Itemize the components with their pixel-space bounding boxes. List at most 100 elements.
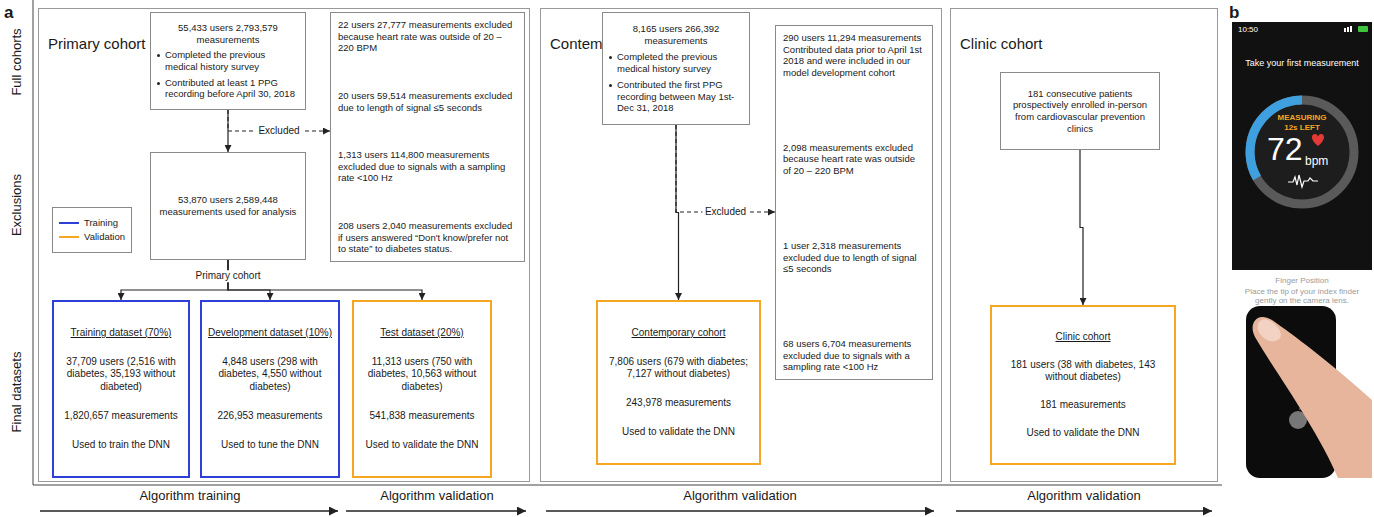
text-label: Final datasets (10, 352, 25, 433)
dataset-text: Used to validate the DNN (360, 439, 484, 451)
phase-arrow (546, 510, 934, 511)
dataset-text: 181 measurements (998, 399, 1168, 411)
exclusion-text: 290 users 11,294 measurements Contribute… (783, 32, 925, 78)
exclusion-box: 22 users 27,777 measurements excluded be… (330, 12, 525, 262)
dataset-text: 7,806 users (679 with diabetes; 7,127 wi… (604, 356, 753, 380)
box-text: 55,433 users 2,793,579 measurements (157, 22, 299, 45)
exclusion-text: 20 users 59,514 measurements excluded du… (338, 90, 517, 113)
dataset-text: 181 users (38 with diabetes, 143 without… (998, 359, 1168, 383)
text-label: Take your first measurement (1245, 58, 1359, 68)
bullet-dot (609, 56, 612, 59)
dataset-box: Test dataset (20%) 11,313 users (750 with… (352, 300, 492, 478)
phase-arrow (956, 510, 1212, 511)
text-label: Place the tip of your index finder gentl… (1234, 287, 1370, 305)
text-label: 10:50 (1238, 25, 1258, 34)
dataset-text: Used to validate the DNN (604, 426, 753, 438)
legend-line (59, 234, 79, 240)
cohort-box: 55,433 users 2,793,579 measurementsCompl… (150, 12, 306, 110)
dataset-text: 4,848 users (298 with diabetes, 4,550 wi… (208, 356, 332, 393)
text-label: b (1229, 3, 1239, 23)
exclusion-text: 2,098 measurements excluded because hear… (783, 142, 925, 177)
battery-icon (1358, 26, 1368, 32)
signal-bar (1350, 26, 1352, 32)
exclusion-text: 68 users 6,704 measurements excluded due… (783, 338, 925, 373)
dataset-text: Used to tune the DNN (208, 439, 332, 451)
text-label: Exclusions (10, 174, 25, 236)
gauge-ring (1250, 100, 1354, 204)
dataset-text: Used to train the DNN (60, 439, 182, 451)
panel-title: Primary cohort (48, 35, 146, 53)
exclusion-text: 22 users 27,777 measurements excluded be… (338, 19, 517, 54)
cohort-panel: Contemporary cohort 8,165 users 266,392 m… (540, 8, 942, 482)
baseline (33, 485, 1222, 486)
box-text: Completed the previous medical history s… (165, 49, 299, 72)
process-box: 53,870 users 2,589,448 measurements used… (150, 152, 306, 260)
text-label: 12s LEFT (1284, 123, 1320, 132)
dataset-text: 243,978 measurements (604, 397, 753, 409)
cohort-box: 8,165 users 266,392 measurementsComplete… (602, 12, 750, 125)
exclusion-text: 1,313 users 114,800 measurements exclude… (338, 149, 517, 184)
row-divider (33, 0, 34, 485)
bullet-item: Contributed the first PPG recording betw… (609, 79, 743, 114)
connector (1080, 150, 1083, 305)
text-label: bpm (1305, 155, 1328, 169)
text-label: 72 (1267, 131, 1303, 168)
phase-arrow (346, 510, 526, 511)
legend-item: Validation (59, 231, 125, 243)
text-label: Algorithm training (139, 489, 240, 504)
text-label: Algorithm validation (683, 489, 796, 504)
heart-icon (1312, 134, 1324, 146)
exclusion-box: 290 users 11,294 measurements Contribute… (775, 25, 933, 380)
box-text: Completed the previous medical history s… (617, 51, 743, 74)
box-text: 8,165 users 266,392 measurements (609, 23, 743, 46)
text-label: a (4, 3, 13, 23)
cohort-panel: Clinic cohort 181 consecutive patients pr… (950, 8, 1218, 482)
legend-line-stroke (59, 236, 79, 238)
edge-label: Excluded (255, 125, 302, 137)
text-label: Finger Position (1275, 276, 1328, 285)
box-text: Contributed at least 1 PPG recording bef… (165, 77, 299, 100)
dataset-box: Development dataset (10%) 4,848 users (29… (200, 300, 340, 478)
text-label: Primary cohort (192, 270, 263, 282)
exclusion-text: 1 user 2,318 measurements excluded due t… (783, 240, 925, 275)
dataset-text: Used to validate the DNN (998, 427, 1168, 439)
dataset-text: 226,953 measurements (208, 410, 332, 422)
legend-box: TrainingValidation (52, 207, 132, 253)
signal-bar (1347, 27, 1349, 32)
phone-screen (1232, 22, 1372, 270)
dataset-title: Contemporary cohort (604, 327, 753, 339)
dataset-text: 11,313 users (750 with diabetes, 10,563 … (360, 356, 484, 393)
process-box: 181 consecutive patients prospectively e… (1000, 72, 1160, 150)
panel-title: Clinic cohort (960, 35, 1043, 53)
dataset-box: Clinic cohort 181 users (38 with diabetes… (990, 305, 1176, 465)
finger (1253, 317, 1372, 478)
text-label: Algorithm validation (1027, 489, 1140, 504)
box-text: 181 consecutive patients prospectively e… (1009, 88, 1151, 134)
dataset-box: Training dataset (70%)37,709 users (2,51… (52, 300, 190, 478)
bullet-dot (609, 84, 612, 87)
legend-line-stroke (59, 222, 79, 224)
phase-arrow (40, 510, 338, 511)
bullet-dot (157, 82, 160, 85)
dataset-box: Contemporary cohort 7,806 users (679 with… (596, 300, 761, 465)
text-label: Algorithm validation (380, 489, 493, 504)
fingernail (1258, 319, 1281, 341)
legend-text: Validation (84, 231, 125, 243)
dataset-title: Test dataset (20%) (360, 327, 484, 339)
dataset-title: Development dataset (10%) (208, 327, 332, 339)
bullet-dot (157, 54, 160, 57)
edge-label: Excluded (702, 206, 749, 218)
legend-line (59, 220, 79, 226)
gauge-progress (1250, 100, 1302, 178)
bullet-item: Contributed at least 1 PPG recording bef… (157, 77, 299, 100)
text-label: MEASURING (1278, 113, 1327, 122)
exclusion-text: 208 users 2,040 measurements excluded if… (338, 220, 517, 255)
dataset-title: Clinic cohort (998, 331, 1168, 343)
bullet-item: Completed the previous medical history s… (157, 49, 299, 72)
pulse-waveform (1288, 175, 1318, 187)
box-text: 53,870 users 2,589,448 measurements used… (159, 194, 297, 217)
box-text: Contributed the first PPG recording betw… (617, 79, 743, 114)
connector (676, 125, 775, 212)
dataset-text: 37,709 users (2,516 with diabetes, 35,19… (60, 356, 182, 393)
